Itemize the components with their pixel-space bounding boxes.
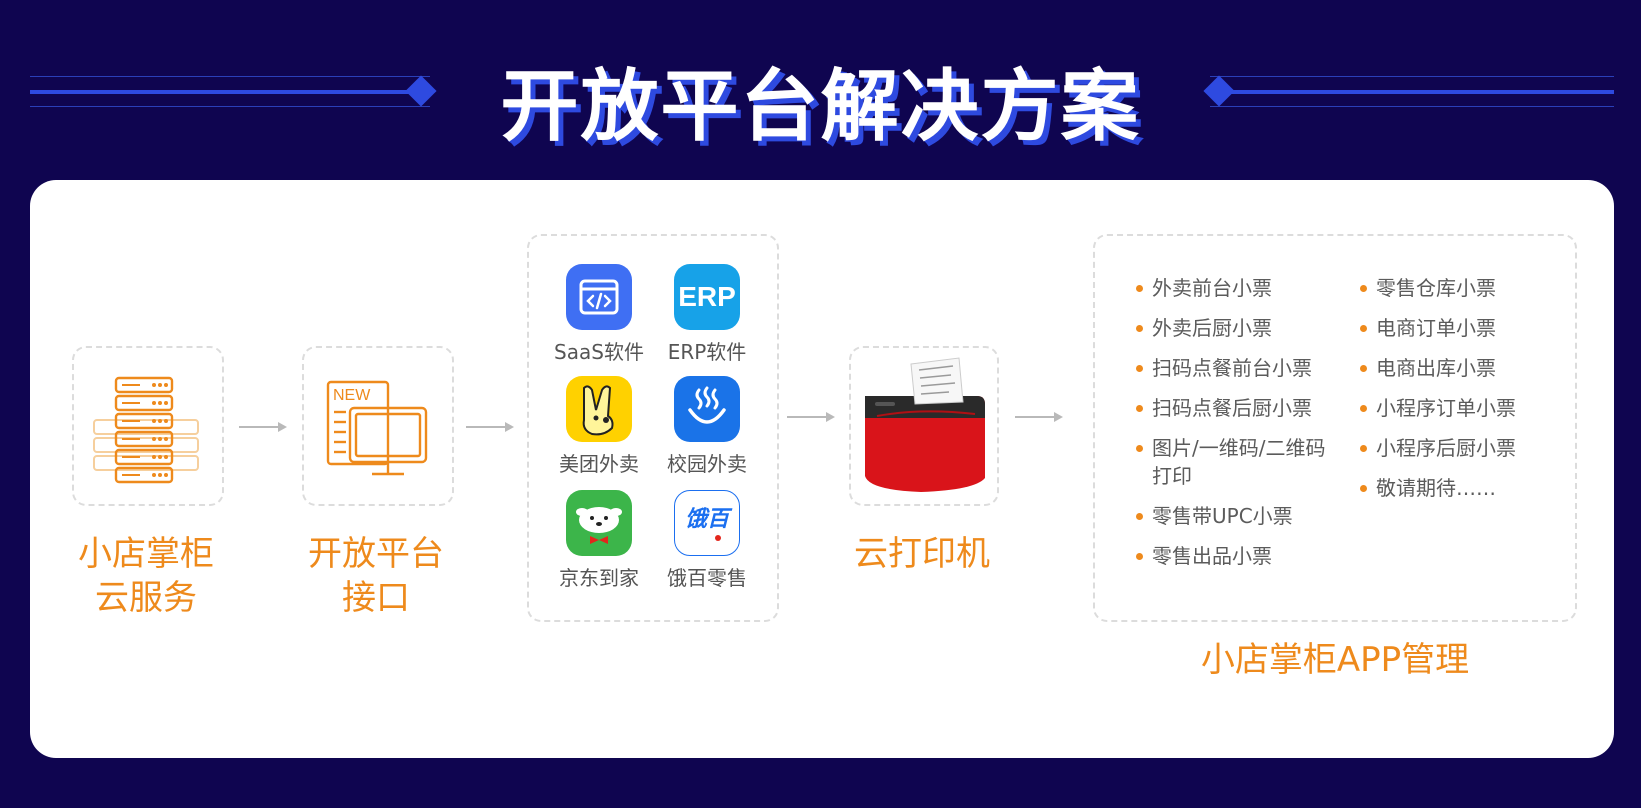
receipt-printer-icon: [865, 357, 985, 492]
list-item: 图片/一维码/二维码打印: [1136, 434, 1327, 490]
list-item: 电商出库小票: [1360, 354, 1560, 382]
app-name: 饿百零售: [667, 566, 747, 590]
list-item: 扫码点餐前台小票: [1136, 354, 1334, 382]
list-item: 外卖前台小票: [1136, 274, 1334, 302]
page-title: 开放平台解决方案: [500, 62, 1141, 152]
new-monitor-icon: NEW: [326, 380, 428, 476]
cloud-service-box: [72, 346, 224, 506]
app-ebai[interactable]: 饿百 饿百零售: [652, 490, 762, 591]
list-item: 敬请期待……: [1360, 474, 1560, 502]
steam-bowl-icon: [674, 376, 740, 442]
header-decoration-right: [1203, 72, 1614, 112]
app-erp[interactable]: ERP ERP软件: [652, 264, 762, 365]
app-name: 美团外卖: [559, 452, 639, 476]
new-badge: NEW: [333, 387, 371, 404]
flow-arrow: [239, 421, 287, 433]
cloud-printer-box: [849, 346, 999, 506]
list-item: 扫码点餐后厨小票: [1136, 394, 1334, 422]
header-decoration-left: [30, 72, 437, 112]
app-name: SaaS软件: [554, 340, 644, 364]
list-item: 零售仓库小票: [1360, 274, 1560, 302]
jd-dog-icon: [566, 490, 632, 556]
ticket-list-right: 零售仓库小票 电商订单小票 电商出库小票 小程序订单小票 小程序后厨小票 敬请期…: [1360, 274, 1560, 514]
erp-icon: ERP: [674, 264, 740, 330]
cloud-service-label: 小店掌柜 云服务: [78, 534, 214, 618]
list-item: 小程序订单小票: [1360, 394, 1560, 422]
cloud-printer-label: 云打印机: [854, 534, 990, 574]
list-item: 电商订单小票: [1360, 314, 1560, 342]
content-card: 小店掌柜 云服务 NEW 开放平台 接口: [30, 180, 1614, 758]
app-jd[interactable]: 京东到家: [544, 490, 654, 591]
meituan-kangaroo-icon: [566, 376, 632, 442]
partner-apps-box: [527, 234, 779, 622]
list-item: 零售出品小票: [1136, 542, 1334, 570]
flow-arrow: [466, 421, 514, 433]
server-stack-icon: [93, 376, 199, 484]
list-item: 零售带UPC小票: [1136, 502, 1334, 530]
open-api-label: 开放平台 接口: [308, 534, 444, 618]
app-name: 京东到家: [559, 566, 639, 590]
list-item: 外卖后厨小票: [1136, 314, 1334, 342]
app-name: 校园外卖: [667, 452, 747, 476]
flow-arrow: [787, 411, 835, 423]
app-name: ERP软件: [667, 340, 747, 364]
app-campus[interactable]: 校园外卖: [652, 376, 762, 477]
app-manage-label: 小店掌柜APP管理: [1200, 640, 1470, 680]
ticket-types-box: [1093, 234, 1577, 622]
code-window-icon: [566, 264, 632, 330]
ticket-list-left: 外卖前台小票 外卖后厨小票 扫码点餐前台小票 扫码点餐后厨小票 图片/一维码/二…: [1136, 274, 1334, 582]
app-meituan[interactable]: 美团外卖: [544, 376, 654, 477]
ebai-cart-icon: 饿百: [674, 490, 740, 556]
app-saas[interactable]: SaaS软件: [544, 264, 654, 365]
open-api-box: NEW: [302, 346, 454, 506]
list-item: 小程序后厨小票: [1360, 434, 1560, 462]
flow-arrow: [1015, 411, 1063, 423]
